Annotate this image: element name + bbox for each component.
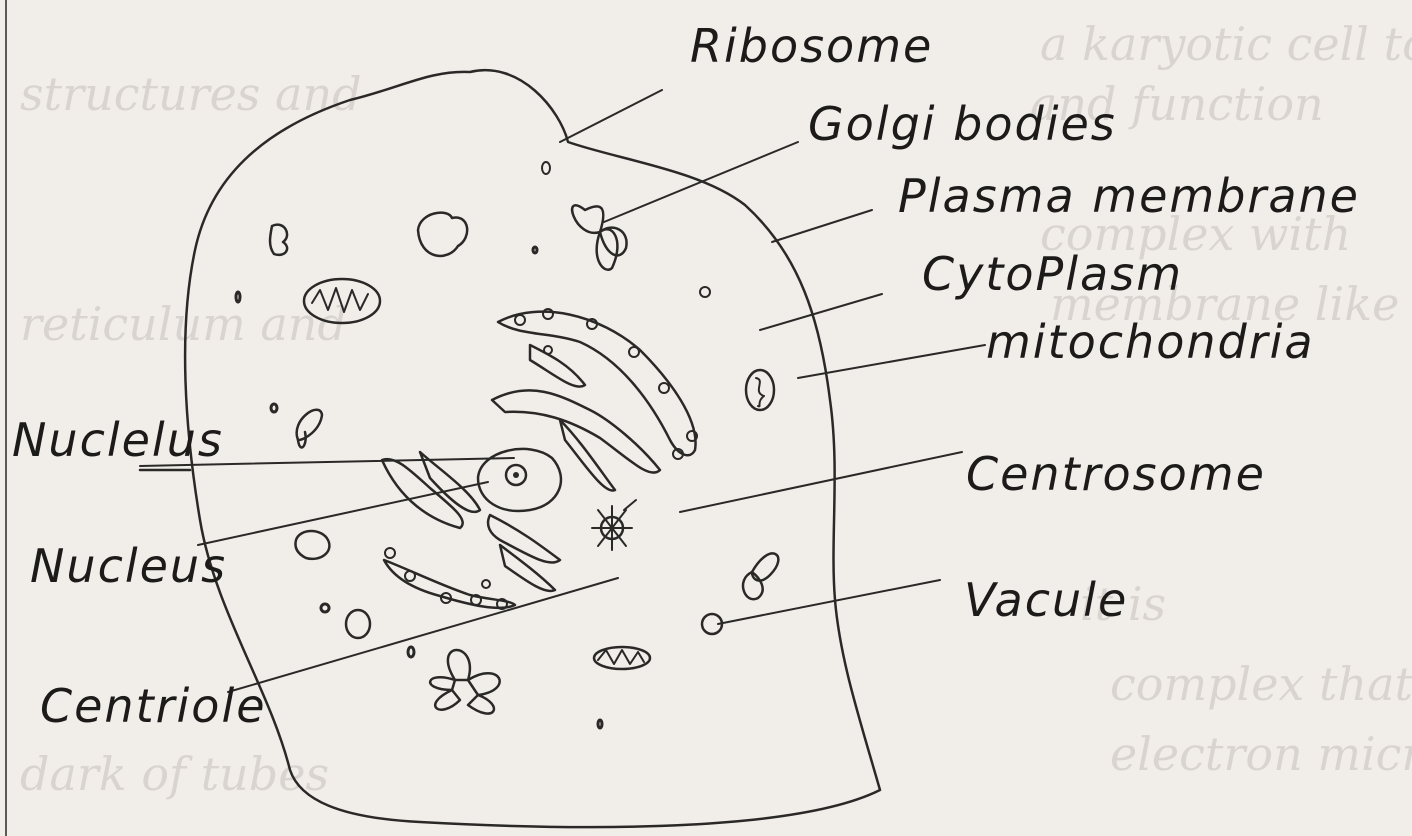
er-bead: [629, 347, 639, 357]
ghost-line: structures and: [20, 67, 362, 121]
nucleus-leader-line: [198, 482, 488, 545]
label-vacuole: Vacule: [964, 573, 1128, 627]
mitochondrion-cristae: [756, 378, 764, 406]
label-centrosome: Centrosome: [966, 447, 1266, 501]
er-bead: [659, 383, 669, 393]
er-loop: [382, 459, 463, 528]
mitochondria: [304, 279, 774, 669]
ribosome-dot: [321, 604, 329, 612]
er-bead: [515, 315, 525, 325]
er-bead: [482, 580, 490, 588]
ribosome-dot: [542, 162, 550, 174]
centrosome-rays: [592, 500, 636, 550]
er-bead: [544, 346, 552, 354]
mitochondria-leader-line: [798, 345, 985, 378]
vesicle: [418, 213, 467, 256]
golgi-leader-line: [604, 142, 798, 222]
golgi-bodies: [297, 205, 779, 713]
plasma-membrane-leader-line: [772, 210, 872, 242]
golgi-petal: [468, 695, 494, 714]
ribosome-leader-line: [560, 90, 662, 142]
ghost-line: electron micro: [1110, 727, 1412, 781]
label-mitochondria: mitochondria: [986, 315, 1315, 369]
centriole-leader-line: [228, 578, 618, 692]
label-centriole: Centriole: [40, 679, 267, 733]
ghost-line: a karyotic cell to lear: [1040, 17, 1412, 71]
golgi-petal: [435, 690, 460, 710]
golgi-petal: [468, 673, 500, 695]
cytoplasm-leader-line: [760, 294, 882, 330]
golgi-petal: [448, 650, 470, 680]
vacuole-leader-line: [718, 580, 940, 624]
vesicle: [346, 610, 370, 638]
vesicle: [295, 531, 329, 559]
leader-lines: [140, 90, 985, 692]
label-nucleus: Nucleus: [30, 539, 227, 593]
er-bead: [405, 571, 415, 581]
ghost-line: reticulum and: [20, 297, 347, 351]
mitochondrion-cristae: [598, 650, 644, 664]
label-golgi-bodies: Golgi bodies: [808, 97, 1117, 151]
golgi-petal: [572, 205, 603, 233]
ribosome-dot: [598, 720, 602, 728]
er-loop: [488, 515, 560, 563]
golgi-petal: [430, 677, 455, 690]
label-cytoplasm: CytoPlasm: [922, 247, 1183, 301]
er-loop: [492, 390, 660, 472]
ribosome-dot: [271, 404, 277, 412]
er-loop: [500, 545, 555, 591]
ribosome-dot: [408, 647, 414, 657]
ribosome-dot: [533, 247, 537, 253]
label-plasma-membrane: Plasma membrane: [898, 169, 1360, 223]
label-ribosome: Ribosome: [690, 19, 933, 73]
ghost-line: dark of tubes: [20, 747, 329, 801]
vesicle: [270, 225, 287, 255]
nucleolus-core: [513, 472, 519, 478]
er-bead: [385, 548, 395, 558]
ribosomes: [236, 162, 710, 728]
er-loop: [420, 452, 480, 512]
centrosome-leader-line: [680, 452, 962, 512]
label-nucleolus: Nuclelus: [12, 413, 224, 467]
golgi-petal: [297, 410, 322, 440]
ribosome-dot: [700, 287, 710, 297]
centrosome-shape: [592, 500, 636, 550]
ghost-line: complex that: [1110, 657, 1412, 711]
er-loop: [530, 345, 585, 387]
